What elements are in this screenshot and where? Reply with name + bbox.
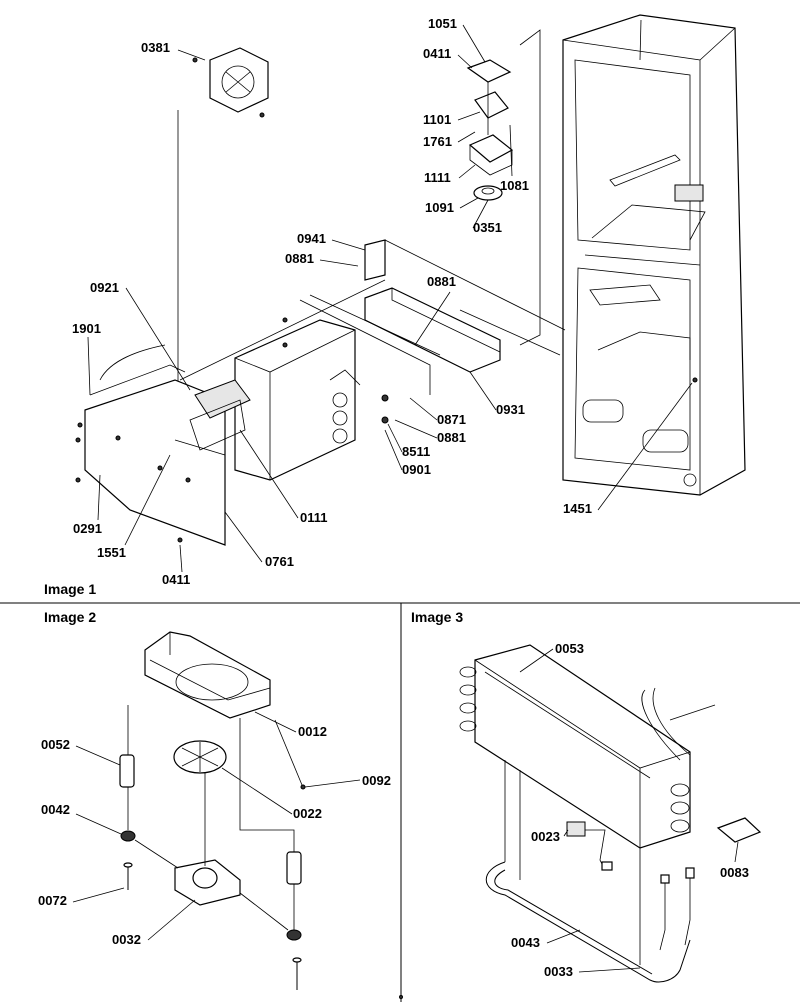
label-1081: 1081 bbox=[500, 178, 529, 193]
label-0083: 0083 bbox=[720, 865, 749, 880]
label-1901: 1901 bbox=[72, 321, 101, 336]
image1-labels: 0381 1051 0411 1101 1761 1111 1081 1091 … bbox=[72, 16, 693, 587]
label-0411-bottom: 0411 bbox=[162, 572, 190, 587]
label-0052: 0052 bbox=[41, 737, 70, 752]
drain-trough bbox=[299, 287, 501, 395]
defrost-heater bbox=[485, 760, 691, 983]
label-1451: 1451 bbox=[563, 501, 592, 516]
label-0411-top: 0411 bbox=[423, 46, 451, 61]
label-1091: 1091 bbox=[425, 200, 454, 215]
grommet-right bbox=[286, 851, 302, 885]
refrigerator-cabinet bbox=[562, 14, 746, 496]
fan-housing bbox=[177, 47, 269, 470]
label-0053: 0053 bbox=[555, 641, 584, 656]
label-0291: 0291 bbox=[73, 521, 102, 536]
label-8511: 8511 bbox=[402, 444, 430, 459]
label-0931: 0931 bbox=[496, 402, 525, 417]
image2-drawing: 0052 0012 0092 0022 0042 0072 0032 bbox=[38, 631, 391, 990]
label-0881-b: 0881 bbox=[427, 274, 456, 289]
grommet-left bbox=[119, 754, 135, 788]
defrost-thermostat bbox=[566, 821, 586, 837]
label-0023: 0023 bbox=[531, 829, 560, 844]
damper-assembly bbox=[466, 59, 514, 201]
image3-drawing: 0053 0023 0083 0043 0033 bbox=[459, 641, 762, 983]
label-0761: 0761 bbox=[265, 554, 294, 569]
label-0022: 0022 bbox=[293, 806, 322, 821]
label-1101: 1101 bbox=[423, 112, 451, 127]
label-0072: 0072 bbox=[38, 893, 67, 908]
terminator-block bbox=[716, 817, 762, 843]
label-0881-c: 0881 bbox=[437, 430, 466, 445]
label-0032: 0032 bbox=[112, 932, 141, 947]
label-0042: 0042 bbox=[41, 802, 70, 817]
label-0871: 0871 bbox=[437, 412, 466, 427]
label-1551: 1551 bbox=[97, 545, 126, 560]
panel-title-image-3: Image 3 bbox=[411, 609, 463, 625]
evaporator-coil bbox=[234, 319, 361, 481]
evaporator-cover bbox=[84, 344, 251, 546]
fan-motor bbox=[174, 772, 241, 906]
evaporator-body bbox=[459, 644, 716, 849]
label-0111: 0111 bbox=[300, 510, 328, 525]
label-0901: 0901 bbox=[402, 462, 431, 477]
label-0033: 0033 bbox=[544, 964, 573, 979]
cover-panel bbox=[364, 239, 386, 281]
label-1051: 1051 bbox=[428, 16, 457, 31]
label-0092: 0092 bbox=[362, 773, 391, 788]
label-0921: 0921 bbox=[90, 280, 119, 295]
label-0941: 0941 bbox=[297, 231, 326, 246]
label-0043: 0043 bbox=[511, 935, 540, 950]
label-0351: 0351 bbox=[473, 220, 502, 235]
fan-shroud bbox=[144, 631, 271, 719]
label-0881-a: 0881 bbox=[285, 251, 314, 266]
label-1111: 1111 bbox=[424, 170, 451, 185]
panel-title-image-2: Image 2 bbox=[44, 609, 96, 625]
panel-title-image-1: Image 1 bbox=[44, 581, 96, 597]
label-1761: 1761 bbox=[423, 134, 452, 149]
label-0012: 0012 bbox=[298, 724, 327, 739]
label-0381: 0381 bbox=[141, 40, 170, 55]
washer-right bbox=[286, 929, 302, 941]
fan-blade bbox=[173, 740, 227, 774]
washer-left bbox=[120, 830, 136, 842]
image1-drawing: 0381 1051 0411 1101 1761 1111 1081 1091 … bbox=[72, 14, 746, 587]
screws bbox=[75, 57, 698, 543]
